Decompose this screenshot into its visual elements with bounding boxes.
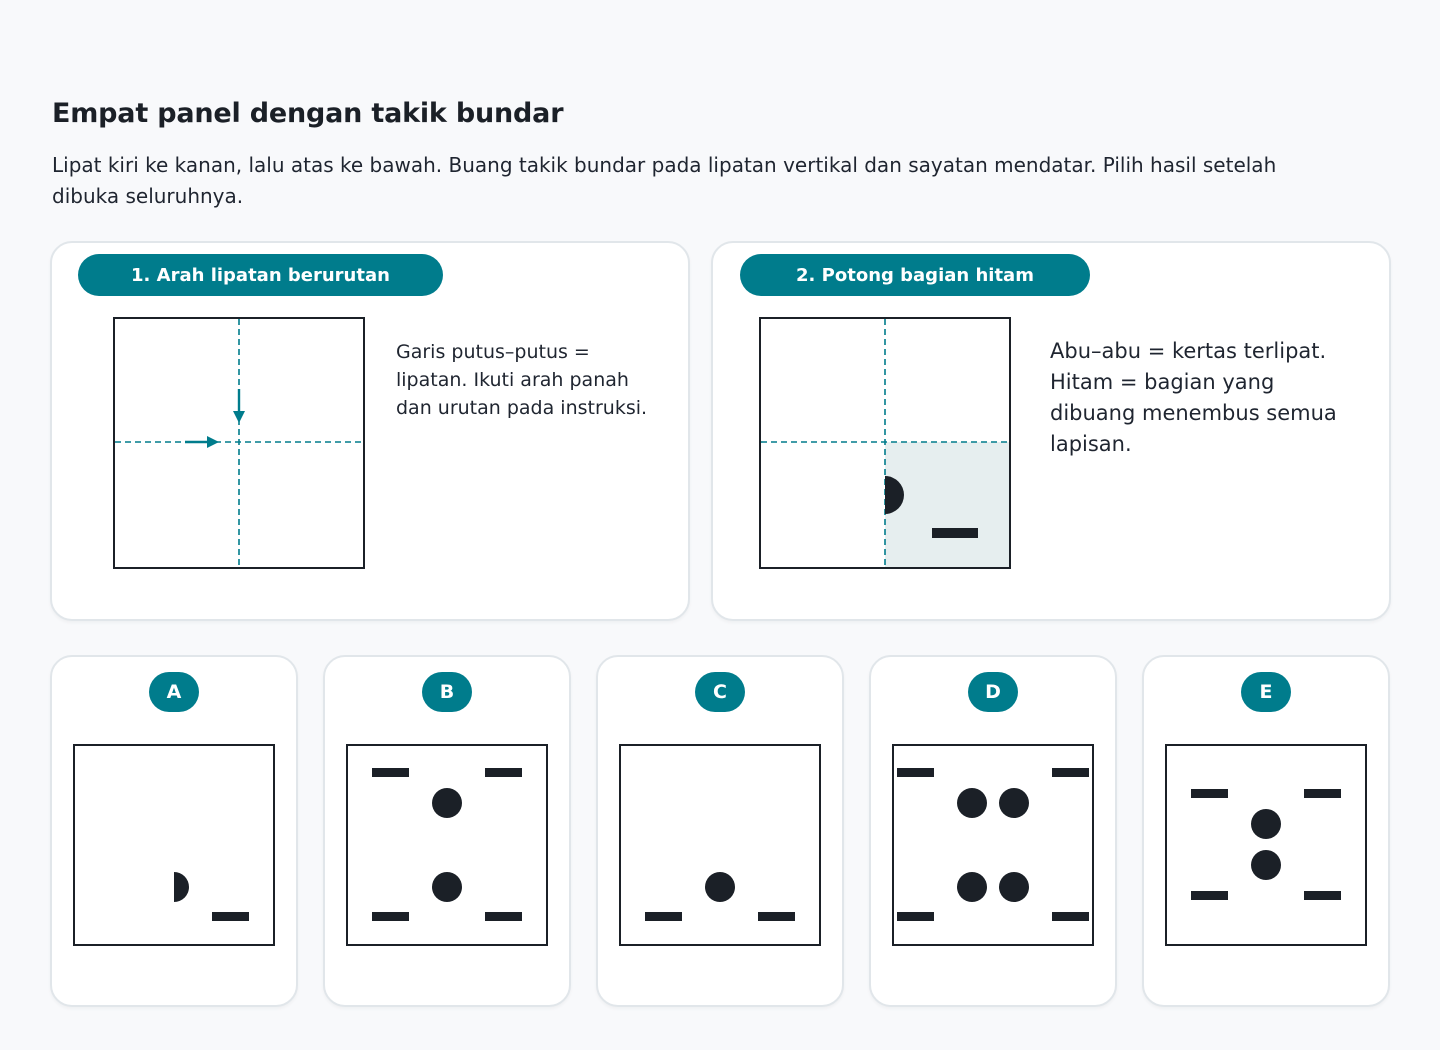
option-label-a: A: [149, 672, 199, 712]
fold-right-arrow-icon: [185, 436, 219, 448]
fold-down-arrow-icon: [233, 389, 245, 423]
step1-label: 1. Arah lipatan berurutan: [78, 254, 443, 296]
step2-label: 2. Potong bagian hitam: [740, 254, 1090, 296]
cut-diagram: [759, 317, 1011, 569]
fold-direction-diagram: [113, 317, 365, 569]
option-label-b: B: [422, 672, 472, 712]
page-title: Empat panel dengan takik bundar: [52, 98, 564, 129]
half-circle-notch: [885, 476, 904, 514]
option-label-c: C: [695, 672, 745, 712]
option-label-d: D: [968, 672, 1018, 712]
horizontal-slit: [932, 528, 978, 538]
option-label-e: E: [1241, 672, 1291, 712]
option-b-figure: [346, 744, 548, 946]
option-e-figure: [1165, 744, 1367, 946]
option-d-figure: [892, 744, 1094, 946]
step2-note: Abu–abu = kertas terlipat. Hitam = bagia…: [1050, 339, 1337, 456]
folded-paper-area: [885, 442, 1009, 567]
instruction-text: Lipat kiri ke kanan, lalu atas ke bawah.…: [52, 153, 1277, 208]
option-c-figure: [619, 744, 821, 946]
option-a-figure: [73, 744, 275, 946]
step1-note: Garis putus–putus = lipatan. Ikuti arah …: [396, 341, 648, 419]
